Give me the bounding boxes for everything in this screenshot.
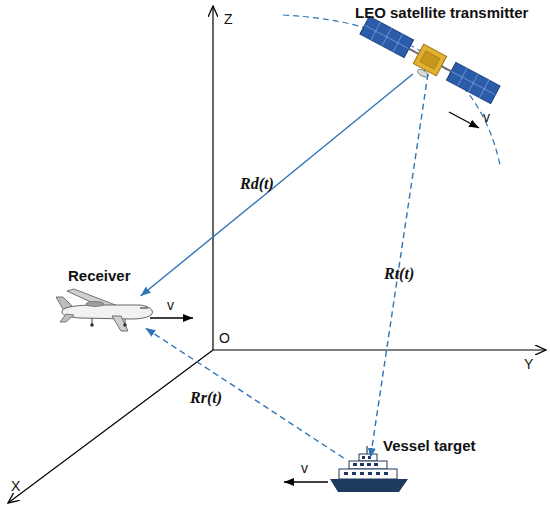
velocity-arrow xyxy=(284,481,328,482)
range-label: Rr(t) xyxy=(190,390,222,406)
origin-label: O xyxy=(219,331,230,345)
transmit-range-vector xyxy=(370,74,428,458)
edge-layer xyxy=(141,74,428,458)
z-axis xyxy=(212,6,213,350)
direct-range-vector xyxy=(141,74,413,296)
y-axis xyxy=(213,349,546,350)
axis-label: Z xyxy=(224,12,233,26)
receiver-node: Receiver xyxy=(90,296,152,328)
satellite-illustration xyxy=(356,16,500,111)
orbit-arc xyxy=(283,15,500,165)
x-axis xyxy=(8,350,213,503)
vessel-node: Vessel target xyxy=(330,458,406,490)
node-label: LEO satellite transmitter xyxy=(355,5,528,20)
axis-label: X xyxy=(11,479,20,493)
velocity-label: v xyxy=(301,461,308,475)
axis-label: Y xyxy=(524,357,533,371)
node-label: Vessel target xyxy=(383,438,476,453)
range-label: Rt(t) xyxy=(384,266,414,282)
velocity-arrow xyxy=(449,112,479,128)
range-label: Rd(t) xyxy=(240,176,274,192)
velocity-arrow xyxy=(150,317,193,318)
aircraft-illustration xyxy=(56,289,152,331)
velocity-label: v xyxy=(483,110,490,124)
node-label: Receiver xyxy=(68,268,131,283)
velocity-label: v xyxy=(167,298,174,312)
satellite-node: LEO satellite transmitter xyxy=(412,46,448,74)
receive-range-vector xyxy=(145,328,343,458)
